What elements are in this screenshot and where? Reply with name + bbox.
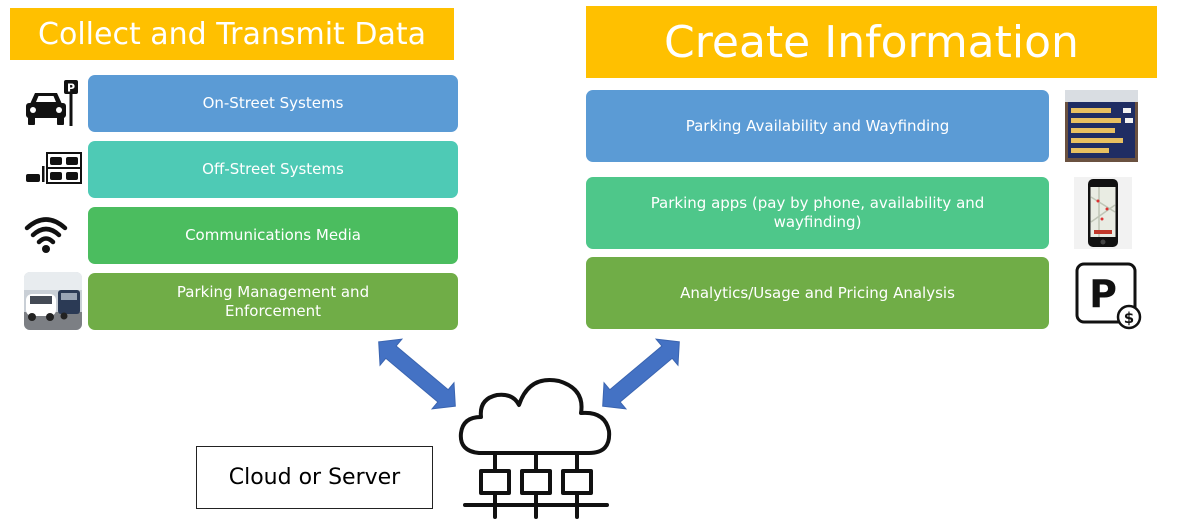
parking-management-box: Parking Management and Enforcement	[88, 273, 458, 330]
on-street-systems-label: On-Street Systems	[202, 94, 344, 112]
off-street-systems-label: Off-Street Systems	[202, 160, 344, 178]
enforcement-vehicle-photo	[24, 272, 82, 330]
parking-management-label: Parking Management and Enforcement	[176, 282, 370, 320]
analytics-pricing-box: Analytics/Usage and Pricing Analysis	[586, 257, 1049, 329]
parking-availability-label: Parking Availability and Wayfinding	[685, 116, 950, 135]
create-information-header: Create Information	[586, 6, 1157, 78]
svg-text:P: P	[1089, 272, 1117, 316]
car-parking-sign-icon: P	[24, 78, 82, 128]
parking-apps-box: Parking apps (pay by phone, availability…	[586, 177, 1049, 249]
analytics-pricing-label: Analytics/Usage and Pricing Analysis	[680, 283, 955, 302]
communications-media-box: Communications Media	[88, 207, 458, 264]
svg-text:$: $	[1124, 309, 1134, 327]
left-bidirectional-arrow	[372, 334, 462, 414]
parking-availability-box: Parking Availability and Wayfinding	[586, 90, 1049, 162]
on-street-systems-box: On-Street Systems	[88, 75, 458, 132]
smartphone-map-icon	[1074, 177, 1132, 249]
collect-transmit-header: Collect and Transmit Data	[10, 8, 454, 60]
cloud-network-icon	[455, 367, 617, 521]
communications-media-label: Communications Media	[185, 226, 361, 244]
parking-apps-label: Parking apps (pay by phone, availability…	[650, 194, 985, 231]
parking-garage-icon	[24, 152, 84, 186]
right-bidirectional-arrow	[596, 334, 686, 414]
cloud-server-label: Cloud or Server	[196, 446, 433, 509]
off-street-systems-box: Off-Street Systems	[88, 141, 458, 198]
parking-price-icon: P $	[1075, 262, 1147, 332]
cloud-server-text: Cloud or Server	[228, 465, 401, 490]
wifi-signal-icon	[24, 213, 68, 257]
parking-availability-sign-photo	[1065, 90, 1138, 162]
svg-text:P: P	[67, 82, 75, 95]
